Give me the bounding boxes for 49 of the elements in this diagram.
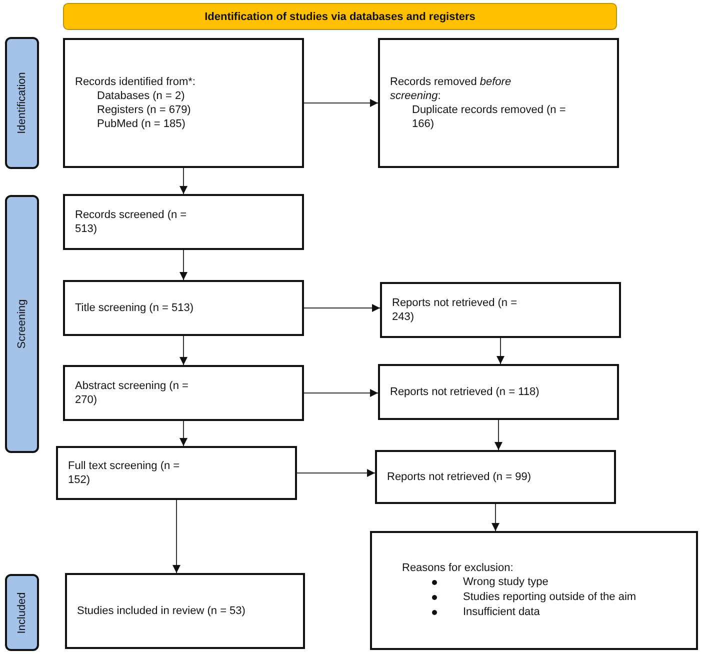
banner-title: Identification of studies via databases and registers xyxy=(204,10,476,24)
box-text: Records removed before screening: xyxy=(390,75,512,103)
section-banner xyxy=(63,3,617,30)
box-text: Full text screening (n = 152) xyxy=(68,459,181,487)
process-box xyxy=(63,280,304,336)
arrow xyxy=(180,336,188,366)
process-box xyxy=(375,450,616,504)
arrow xyxy=(304,304,380,312)
process-box xyxy=(380,282,621,338)
process-box xyxy=(56,446,297,500)
process-box xyxy=(63,38,304,168)
process-box xyxy=(378,364,619,420)
list-item: Wrong study type xyxy=(463,575,548,590)
arrow xyxy=(494,420,502,450)
phase-band xyxy=(5,574,39,651)
arrow xyxy=(492,504,500,532)
arrow xyxy=(180,250,188,280)
box-text: Studies included in review (n = 53) xyxy=(77,604,246,618)
box-text: Records identified from*: xyxy=(75,75,196,89)
phase-label: Identification xyxy=(16,72,28,134)
list-item: Studies reporting outside of the aim xyxy=(463,590,636,605)
box-text: Title screening (n = 513) xyxy=(75,301,194,315)
box-text: Databases (n = 2) xyxy=(97,89,185,103)
box-text: Abstract screening (n = 270) xyxy=(75,379,190,407)
box-text: Reports not retrieved (n = 243) xyxy=(392,296,518,324)
process-box xyxy=(63,365,304,421)
process-box xyxy=(65,573,305,649)
arrow xyxy=(496,338,504,364)
arrow xyxy=(172,500,180,574)
arrow xyxy=(180,420,188,446)
box-text: PubMed (n = 185) xyxy=(97,117,186,131)
box-heading: Reasons for exclusion: xyxy=(402,561,514,575)
box-text: Reports not retrieved (n = 99) xyxy=(387,470,531,484)
phase-band xyxy=(5,195,39,453)
box-text: Reports not retrieved (n = 118) xyxy=(390,385,540,399)
arrow xyxy=(180,168,188,194)
phase-label: Included xyxy=(16,592,28,634)
box-text: Duplicate records removed (n = 166) xyxy=(412,103,567,131)
arrow xyxy=(304,389,378,397)
box-text: Records screened (n = 513) xyxy=(75,208,188,236)
box-text: Registers (n = 679) xyxy=(97,103,191,117)
arrow xyxy=(304,99,378,107)
list-item: Insufficient data xyxy=(463,605,540,620)
process-box xyxy=(63,194,304,250)
phase-label: Screening xyxy=(16,299,28,349)
process-box xyxy=(378,38,619,168)
process-box xyxy=(370,531,698,650)
phase-band xyxy=(5,37,39,169)
arrow xyxy=(296,469,376,477)
